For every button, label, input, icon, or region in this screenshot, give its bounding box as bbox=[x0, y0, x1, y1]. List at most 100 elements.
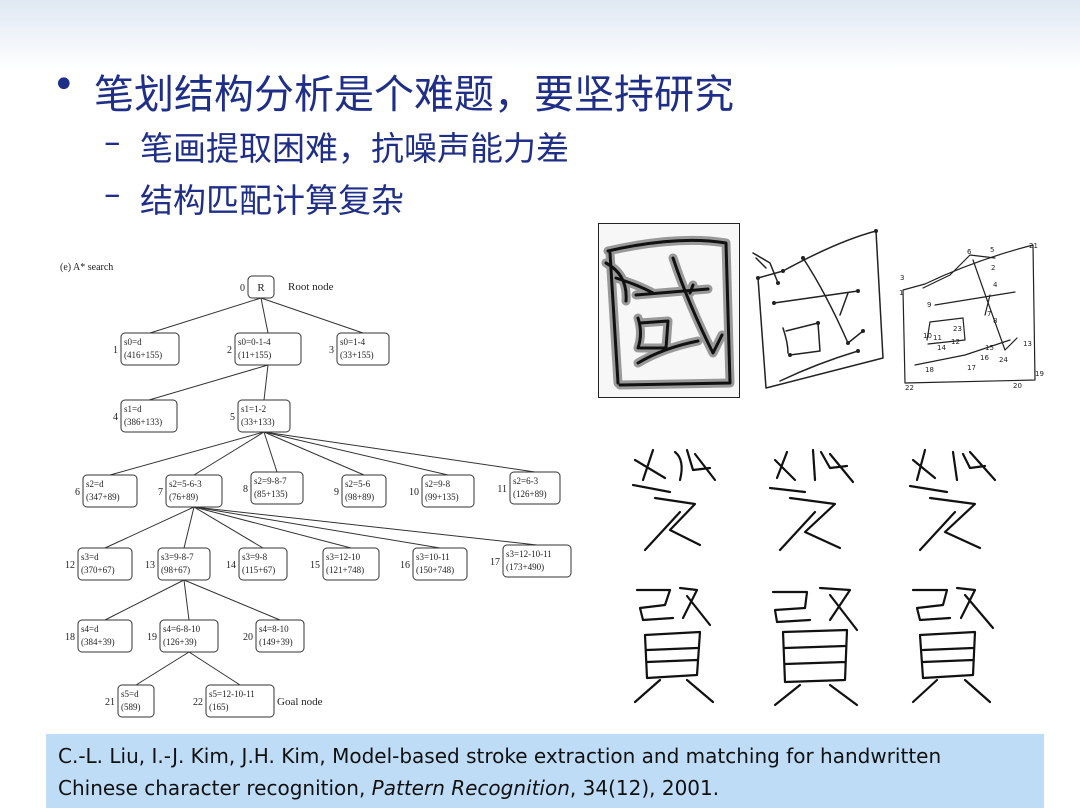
segment-number: 21 bbox=[1029, 242, 1038, 250]
tree-node-box bbox=[237, 399, 291, 433]
tree-edge bbox=[104, 506, 195, 549]
tree-node-box bbox=[159, 619, 219, 653]
segment-number: 2 bbox=[991, 264, 995, 272]
tree-node-state: s2=6-3 bbox=[513, 476, 539, 486]
tree-node-state: s1=d bbox=[124, 404, 142, 414]
segment-number: 10 bbox=[923, 332, 932, 340]
tree-node: 3s0=1-4(33+155) bbox=[329, 332, 390, 366]
tree-node-cost: (416+155) bbox=[124, 350, 162, 360]
tree-node-state: s3=d bbox=[81, 552, 99, 562]
tree-node-cost: (150+748) bbox=[416, 565, 454, 575]
tree-node-state: s4=d bbox=[81, 624, 99, 634]
tree-node-box bbox=[255, 619, 305, 653]
segment-number: 24 bbox=[999, 356, 1008, 364]
tree-node-state: s0=d bbox=[124, 337, 142, 347]
tree-edge bbox=[193, 506, 352, 549]
segment-number: 18 bbox=[925, 366, 934, 374]
tree-node-box bbox=[120, 399, 178, 433]
tree-node-state: s2=9-8-7 bbox=[254, 476, 287, 486]
tree-node: 5s1=1-2(33+133) bbox=[230, 399, 291, 433]
tree-node: 2s0=0-1-4(11+155) bbox=[227, 332, 302, 366]
citation-volume: , 34(12), 2001. bbox=[569, 776, 720, 800]
segment-number: 14 bbox=[937, 344, 946, 352]
tree-node-state: s3=12-10-11 bbox=[506, 549, 552, 559]
tree-edge bbox=[263, 431, 449, 476]
tree-node: 9s2=5-6(98+89) bbox=[334, 474, 387, 508]
tree-edge bbox=[260, 297, 364, 334]
tree-node-box bbox=[77, 619, 133, 653]
tree-node-cost: (126+39) bbox=[163, 637, 197, 647]
tree-node-label: R bbox=[257, 282, 265, 294]
tree-node-box bbox=[238, 547, 288, 581]
tree-node-cost: (115+67) bbox=[242, 565, 275, 575]
segment-number: 1 bbox=[899, 289, 903, 297]
tree-node-number: 1 bbox=[113, 345, 118, 356]
tree-node-box bbox=[77, 547, 133, 581]
tree-node-number: 4 bbox=[113, 412, 118, 423]
tree-node-cost: (370+67) bbox=[81, 565, 115, 575]
tree-node-state: s3=10-11 bbox=[416, 552, 450, 562]
tree-node-cost: (173+490) bbox=[506, 562, 544, 572]
segment-number: 8 bbox=[993, 317, 997, 325]
tree-node: 6s2=d(347+89) bbox=[75, 474, 138, 508]
segment-number: 16 bbox=[980, 354, 989, 362]
segment-number: 7 bbox=[987, 310, 991, 318]
tree-node-number: 18 bbox=[65, 632, 75, 643]
character-grayscale-image bbox=[598, 223, 740, 398]
tree-edge bbox=[188, 651, 241, 686]
slide-header-gradient bbox=[0, 0, 1080, 70]
tree-node-state: s2=5-6 bbox=[345, 479, 371, 489]
segment-number: 13 bbox=[1023, 340, 1032, 348]
journal-name: Pattern Recognition bbox=[371, 776, 570, 800]
tree-node-number: 15 bbox=[310, 560, 320, 571]
tree-edge bbox=[193, 506, 441, 549]
tree-node-box bbox=[421, 474, 475, 508]
tree-node-box bbox=[157, 547, 211, 581]
tree-node-state: s0=1-4 bbox=[340, 337, 366, 347]
tree-edge bbox=[109, 431, 265, 476]
tree-node-box bbox=[250, 471, 304, 505]
tree-node-box bbox=[412, 547, 468, 581]
tree-node: 22 s5=12-10-11 (165) bbox=[193, 684, 275, 718]
tree-node-state: s5=12-10-11 bbox=[209, 689, 255, 699]
tree-node: 12 s3=d (370+67) bbox=[65, 547, 133, 581]
bullet-dash: – bbox=[104, 122, 121, 161]
tree-node-cost: (33+133) bbox=[241, 417, 275, 427]
tree-edge bbox=[148, 364, 269, 401]
tree-node-state: s0=0-1-4 bbox=[238, 337, 271, 347]
tree-node-number: 7 bbox=[158, 487, 163, 498]
main-bullet-text: 笔划结构分析是个难题，要坚持研究 bbox=[94, 72, 734, 118]
tree-node-number: 17 bbox=[490, 557, 500, 568]
tree-node-number: 8 bbox=[243, 484, 248, 495]
tree-node: 8s2=9-8-7(85+135) bbox=[243, 471, 304, 505]
tree-node-cost: (165) bbox=[209, 702, 229, 712]
tree-edge bbox=[183, 579, 190, 621]
tree-edge bbox=[260, 297, 269, 334]
tree-edge bbox=[263, 431, 365, 476]
tree-node-number: 16 bbox=[400, 560, 410, 571]
tree-node: 17 s3=12-10-11 (173+490) bbox=[490, 544, 572, 578]
tree-node-number: 20 bbox=[243, 632, 253, 643]
tree-node-state: s2=d bbox=[86, 479, 104, 489]
tree-node-number: 12 bbox=[65, 560, 75, 571]
tree-node-box bbox=[205, 684, 275, 718]
tree-node-cost: (347+89) bbox=[86, 492, 120, 502]
segment-number: 17 bbox=[967, 364, 976, 372]
tree-node-state: s2=9-8 bbox=[425, 479, 451, 489]
sub-bullet-text: 笔画提取困难，抗噪声能力差 bbox=[140, 129, 569, 168]
tree-node-state: s1=1-2 bbox=[241, 404, 266, 414]
tree-node-state: s2=5-6-3 bbox=[169, 479, 202, 489]
segment-number: 3 bbox=[900, 274, 904, 282]
tree-node-state: s3=9-8-7 bbox=[161, 552, 194, 562]
tree-node-number: 22 bbox=[193, 697, 203, 708]
tree-node: 16 s3=10-11 (150+748) bbox=[400, 547, 468, 581]
tree-node-cost: (33+155) bbox=[340, 350, 374, 360]
citation-box: C.-L. Liu, I.-J. Kim, J.H. Kim, Model-ba… bbox=[46, 734, 1044, 808]
tree-node-cost: (121+748) bbox=[326, 565, 364, 575]
